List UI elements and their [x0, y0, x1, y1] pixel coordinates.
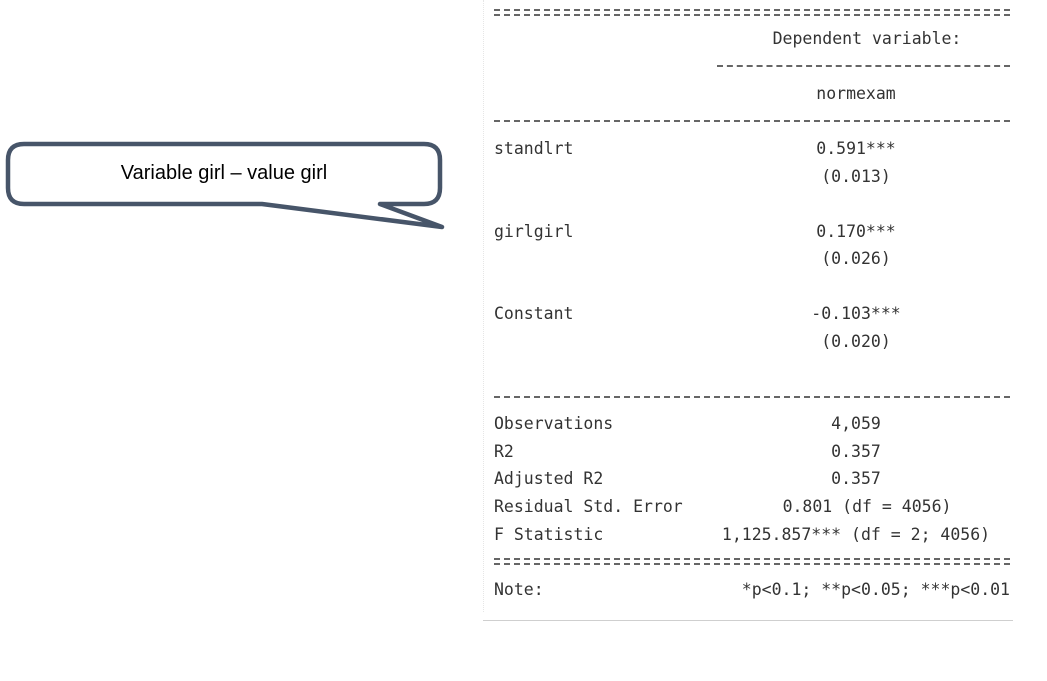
se-row-standlrt: (0.013) [483, 164, 1013, 190]
stats-rule [494, 396, 1010, 398]
se-row-constant: (0.020) [483, 329, 1013, 355]
top-double-rule [494, 9, 1010, 16]
stat-value: 1,125.857*** (df = 2; 4056) [721, 525, 991, 544]
stat-row-r2: R2 0.357 [483, 439, 1013, 465]
regression-table: Dependent variable: normexam standlrt 0.… [483, 0, 1013, 627]
table-bottom-border [483, 620, 1013, 621]
coef-se: (0.020) [821, 332, 891, 351]
stat-name: Adjusted R2 [494, 469, 604, 488]
callout-text: Variable girl – value girl [120, 162, 328, 184]
bottom-double-rule [494, 558, 1010, 565]
stat-row-adjusted-r2: Adjusted R2 0.357 [483, 466, 1013, 492]
stat-row-f-statistic: F Statistic 1,125.857*** (df = 2; 4056) [483, 522, 1013, 548]
se-row-girlgirl: (0.026) [483, 246, 1013, 272]
coef-se: (0.026) [821, 249, 891, 268]
header-rule [494, 120, 1010, 122]
note-label: Note: [494, 580, 544, 599]
note-text: *p<0.1; **p<0.05; ***p<0.01 [741, 580, 1010, 599]
stat-name: Observations [494, 414, 614, 433]
coef-name: standlrt [494, 139, 574, 158]
dep-var-row: Dependent variable: [483, 26, 1013, 52]
stat-row-observations: Observations 4,059 [483, 411, 1013, 437]
coef-se: (0.013) [821, 167, 891, 186]
stat-row-residual-se: Residual Std. Error 0.801 (df = 4056) [483, 494, 1013, 520]
stat-value: 0.357 [831, 469, 881, 488]
coef-name: girlgirl [494, 222, 574, 241]
dep-var-label: Dependent variable: [772, 29, 962, 48]
stat-name: F Statistic [494, 525, 604, 544]
stat-name: Residual Std. Error [494, 497, 683, 516]
coef-row-constant: Constant -0.103*** [483, 301, 1013, 327]
dep-var-rule [717, 65, 1010, 67]
coef-estimate: 0.170*** [816, 222, 896, 241]
coef-name: Constant [494, 304, 574, 323]
stat-name: R2 [494, 442, 514, 461]
table-left-rule [483, 0, 484, 612]
model-name-row: normexam [483, 81, 1013, 107]
stat-value: 0.801 (df = 4056) [782, 497, 952, 516]
coef-row-girlgirl: girlgirl 0.170*** [483, 219, 1013, 245]
stat-value: 0.357 [831, 442, 881, 461]
callout-bubble [5, 141, 445, 230]
coef-estimate: -0.103*** [811, 304, 901, 323]
coef-estimate: 0.591*** [816, 139, 896, 158]
stat-value: 4,059 [831, 414, 881, 433]
note-row: Note: *p<0.1; **p<0.05; ***p<0.01 [483, 577, 1013, 603]
coef-row-standlrt: standlrt 0.591*** [483, 136, 1013, 162]
model-name: normexam [816, 84, 896, 103]
